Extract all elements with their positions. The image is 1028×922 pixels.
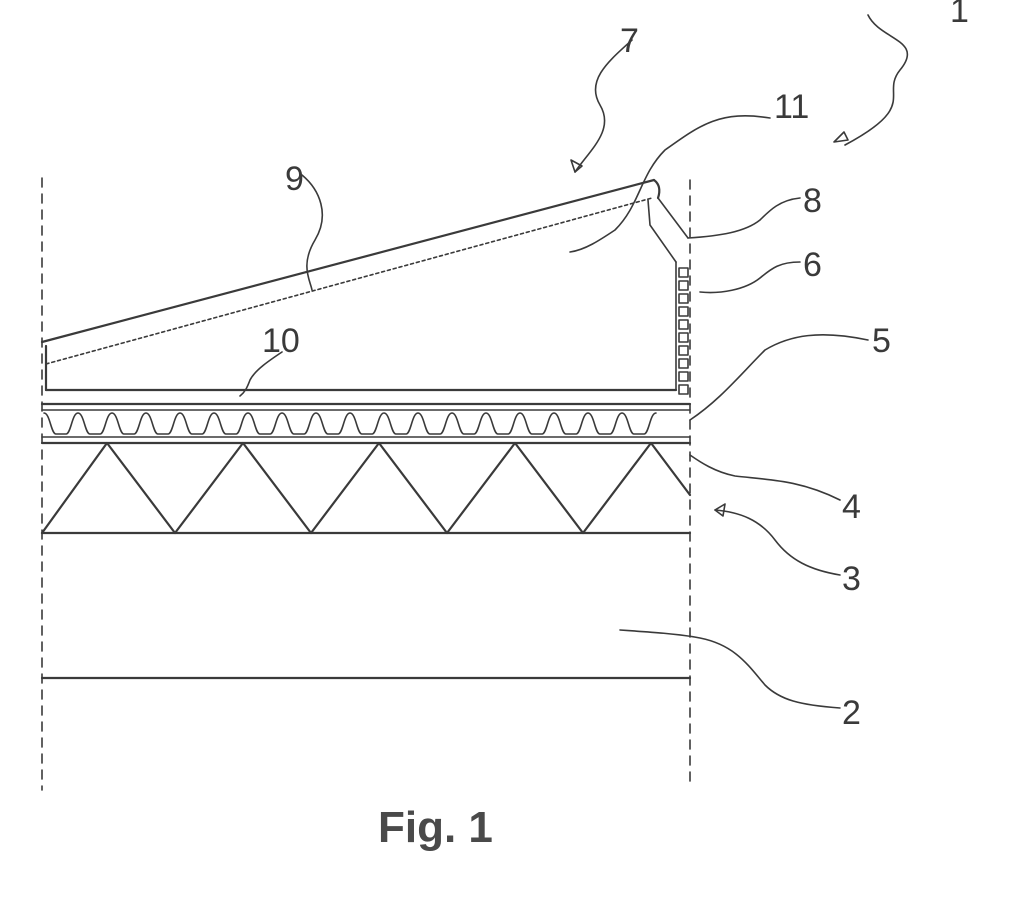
base-layer-2 (42, 533, 690, 678)
reference-numerals: 1 7 11 9 8 6 10 5 4 3 2 (262, 0, 969, 732)
corrugated-layer-5 (42, 404, 690, 437)
truss-core-layer-3 (42, 443, 690, 533)
panel-module-7 (42, 180, 688, 390)
cell-square (679, 359, 688, 368)
cell-square (679, 320, 688, 329)
cell-square (679, 385, 688, 394)
cell-square (679, 281, 688, 290)
cell-square (679, 268, 688, 277)
ref-7: 7 (620, 22, 639, 60)
cell-square (679, 346, 688, 355)
cell-square (679, 333, 688, 342)
ref-9: 9 (285, 160, 304, 198)
cell-square (679, 294, 688, 303)
ref-3: 3 (842, 560, 861, 598)
cell-column-6 (679, 268, 688, 394)
figure-caption: Fig. 1 (378, 803, 493, 852)
ref-8: 8 (803, 182, 822, 220)
ref-11: 11 (774, 88, 809, 126)
cell-square (679, 307, 688, 316)
cell-square (679, 372, 688, 381)
ref-1: 1 (950, 0, 969, 30)
ref-6: 6 (803, 246, 822, 284)
ref-10: 10 (262, 322, 300, 360)
ref-5: 5 (872, 322, 891, 360)
ref-2: 2 (842, 694, 861, 732)
ref-4: 4 (842, 488, 861, 526)
